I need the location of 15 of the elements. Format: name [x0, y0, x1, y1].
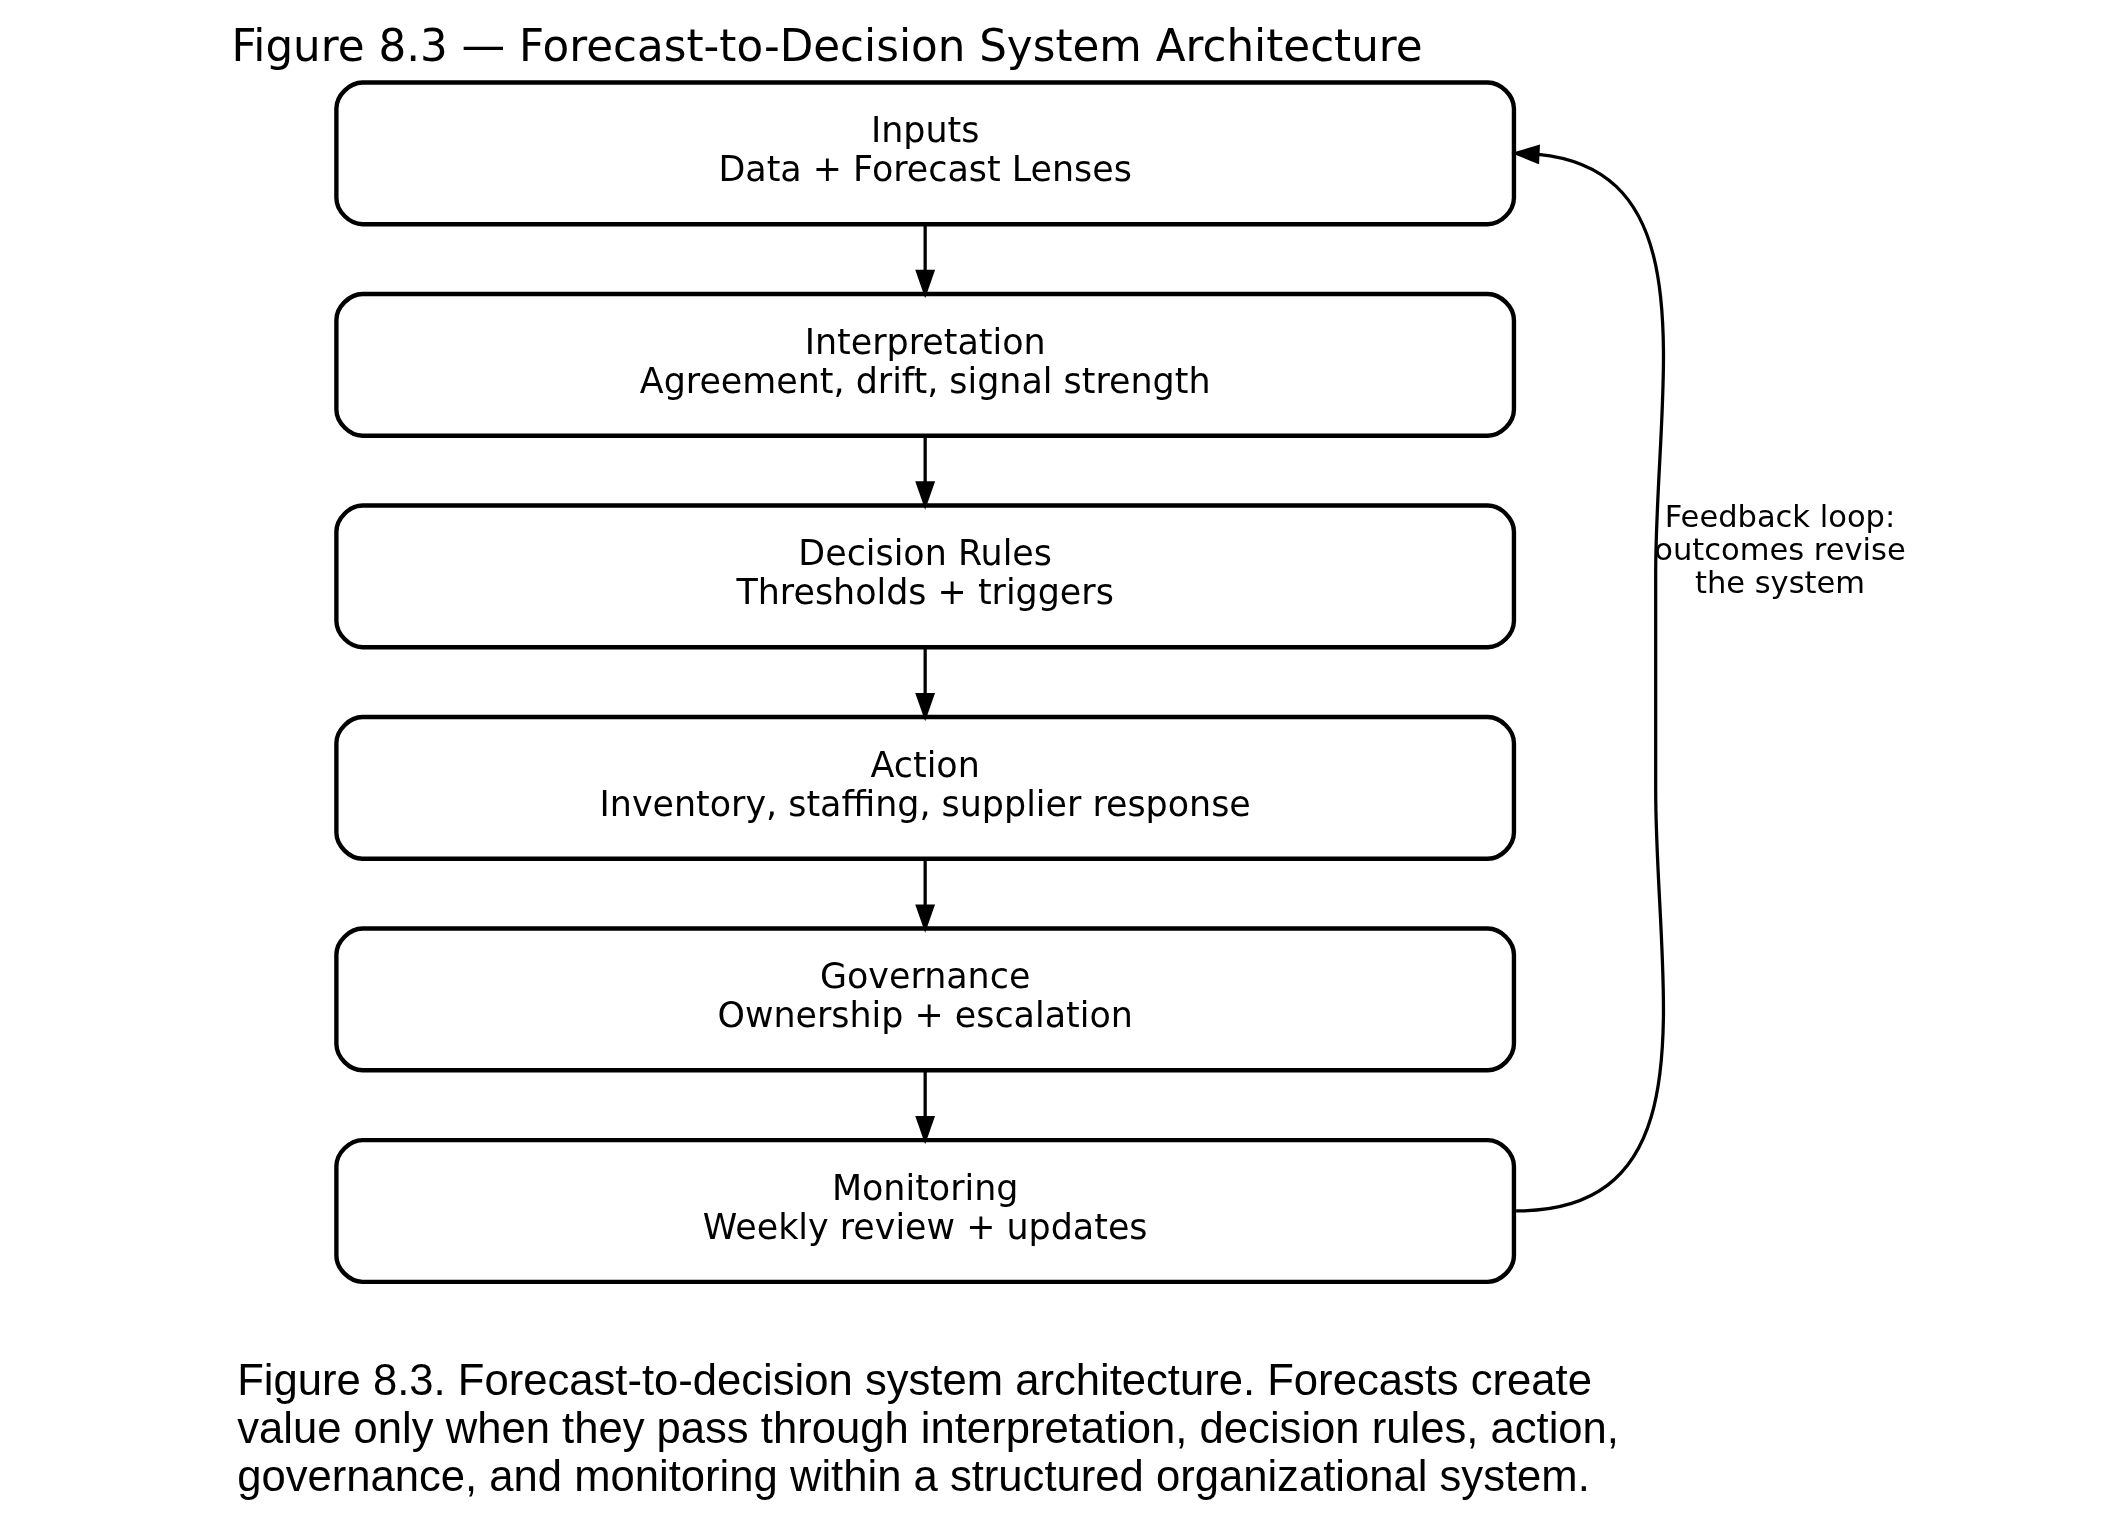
- edge-label: Feedback loop: outcomes revise the system: [1654, 499, 1906, 600]
- arrow: [915, 859, 936, 933]
- node-box: Decision Rules Thresholds + triggers: [334, 503, 1517, 650]
- arrow: [915, 1070, 936, 1145]
- node-box: Monitoring Weekly review + updates: [334, 1137, 1517, 1284]
- arrow: [915, 436, 936, 510]
- node-box: Inputs Data + Forecast Lenses: [334, 80, 1517, 227]
- arrow: [915, 224, 936, 299]
- diagram-title: Figure 8.3 — Forecast-to-Decision System Architecture: [231, 20, 1423, 71]
- arrow: [1511, 144, 1665, 1213]
- arrow: [915, 647, 936, 722]
- caption: Figure 8.3. Forecast-to-decision system architecture. Forecasts create value only when they pass through interpretation, decision rules, action, governance, and monitoring within a structured organizational system.: [237, 1356, 1619, 1501]
- node-box: Action Inventory, staffing, supplier response: [334, 714, 1517, 861]
- node-box: Governance Ownership + escalation: [334, 926, 1517, 1073]
- node-box: Interpretation Agreement, drift, signal strength: [334, 291, 1517, 438]
